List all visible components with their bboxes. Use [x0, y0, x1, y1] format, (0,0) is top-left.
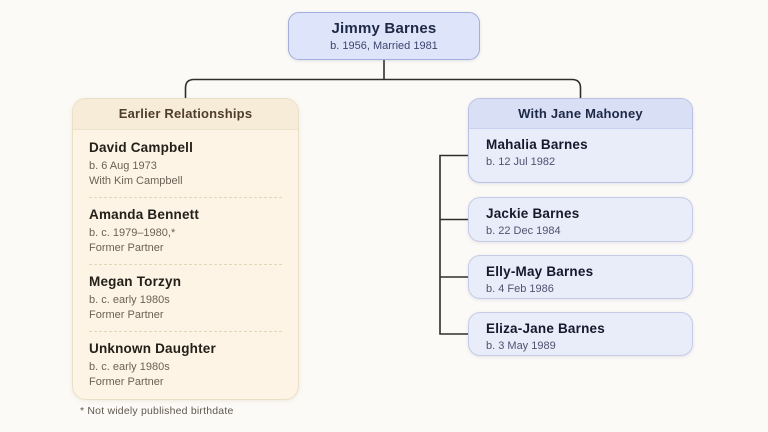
child-card-eliza-jane: Eliza-Jane Barnes b. 3 May 1989: [468, 312, 693, 356]
person-birth: b. c. early 1980s: [89, 361, 170, 373]
list-item: Unknown Daughter b. c. early 1980s Forme…: [89, 340, 282, 389]
child-birth: b. 12 Jul 1982: [486, 156, 556, 168]
person-name: Unknown Daughter: [89, 341, 216, 356]
earlier-relationships-list: David Campbell b. 6 Aug 1973 With Kim Ca…: [73, 130, 298, 389]
child-birth: b. 3 May 1989: [486, 340, 556, 352]
child-birth: b. 4 Feb 1986: [486, 283, 554, 295]
jane-mahoney-title: With Jane Mahoney: [469, 99, 692, 129]
person-relation: Former Partner: [89, 241, 164, 254]
child-name: Elly-May Barnes: [486, 264, 594, 279]
person-name: David Campbell: [89, 140, 194, 155]
person-name: Megan Torzyn: [89, 274, 182, 289]
child-card-mahalia: Mahalia Barnes b. 12 Jul 1982: [469, 129, 692, 169]
children-spine-line: [439, 154, 468, 335]
branch-bracket-line: [184, 78, 582, 98]
earlier-relationships-panel: Earlier Relationships David Campbell b. …: [72, 98, 299, 400]
child-name: Eliza-Jane Barnes: [486, 321, 605, 336]
list-item: Megan Torzyn b. c. early 1980s Former Pa…: [89, 273, 282, 322]
birthdate-footnote: * Not widely published birthdate: [80, 405, 234, 417]
person-relation: Former Partner: [89, 375, 164, 388]
jane-mahoney-header-card: With Jane Mahoney Mahalia Barnes b. 12 J…: [468, 98, 693, 183]
child-card-elly-may: Elly-May Barnes b. 4 Feb 1986: [468, 255, 693, 299]
entry-divider: [89, 331, 282, 332]
earlier-relationships-title: Earlier Relationships: [73, 99, 298, 130]
entry-divider: [89, 197, 282, 198]
root-person-name: Jimmy Barnes: [331, 19, 437, 37]
child-birth: b. 22 Dec 1984: [486, 225, 561, 237]
person-name: Amanda Bennett: [89, 207, 200, 222]
person-birth: b. c. early 1980s: [89, 294, 170, 306]
person-relation: With Kim Campbell: [89, 174, 183, 187]
root-person-card: Jimmy Barnes b. 1956, Married 1981: [288, 12, 480, 60]
person-birth: b. c. 1979–1980,*: [89, 227, 176, 239]
child-card-jackie: Jackie Barnes b. 22 Dec 1984: [468, 197, 693, 242]
list-item: Amanda Bennett b. c. 1979–1980,* Former …: [89, 206, 282, 255]
person-relation: Former Partner: [89, 308, 164, 321]
list-item: David Campbell b. 6 Aug 1973 With Kim Ca…: [89, 139, 282, 188]
child-name: Mahalia Barnes: [486, 137, 588, 152]
child-name: Jackie Barnes: [486, 206, 580, 221]
entry-divider: [89, 264, 282, 265]
root-person-detail: b. 1956, Married 1981: [330, 39, 438, 52]
person-birth: b. 6 Aug 1973: [89, 160, 157, 172]
